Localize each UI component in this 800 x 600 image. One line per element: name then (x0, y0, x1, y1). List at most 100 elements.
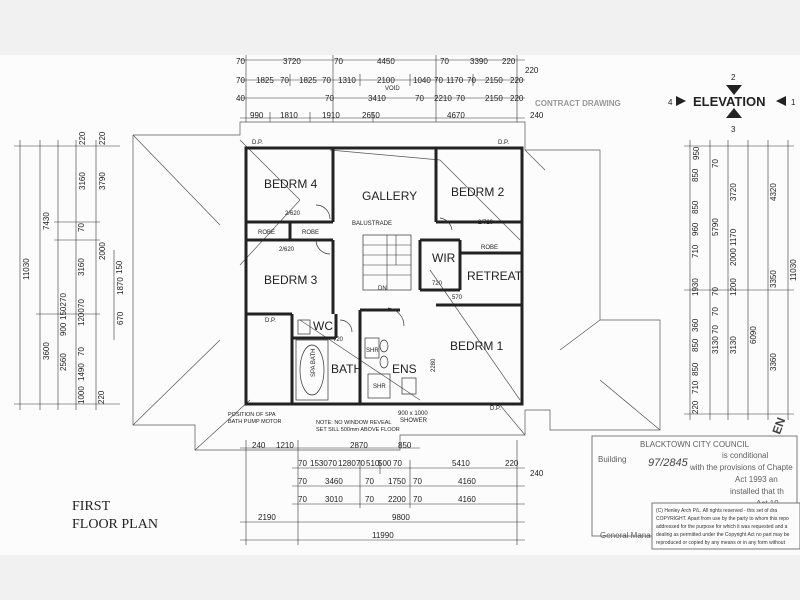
void-label: VOID (385, 86, 400, 92)
dp-2: D.P. (498, 140, 509, 146)
wir-dim: 720 (432, 281, 443, 287)
dim-left-in-7: 70 (77, 347, 86, 356)
dim-bot-3d: 1750 (388, 477, 406, 486)
dim-top-1f: 3390 (470, 57, 488, 66)
dim-bot-2a: 70 (298, 459, 307, 468)
dim-top-3g: 2150 (485, 94, 503, 103)
balustrade-label: BALUSTRADE (352, 221, 392, 227)
dim-top-2j: 1170 (446, 76, 464, 85)
dim-right-x10: 850 (691, 362, 700, 376)
spa-bath (299, 344, 325, 396)
dim-bot-3e: 70 (413, 477, 422, 486)
notes: POSITION OF SPA BATH PUMP MOTOR NOTE: NO… (228, 412, 400, 433)
dim-left-in-6: 1200 (77, 308, 86, 326)
dim-left-in2-2: 2000 (98, 242, 107, 260)
dim-bot-2d: 1280 (338, 459, 356, 468)
dim-bot-1d: 850 (398, 441, 412, 450)
dim-top-2a: 70 (236, 76, 245, 85)
council-conditional: is conditional (722, 451, 768, 460)
dim-bot-3a: 70 (298, 477, 307, 486)
copyright-line2: COPYRIGHT. Apart from use by the party t… (656, 516, 789, 522)
door-bed2: 2/720 (478, 220, 494, 226)
dim-bot-6a: 11990 (372, 531, 394, 540)
dim-right-x1: 850 (691, 168, 700, 182)
dim-right-3e: 3130 (729, 336, 738, 354)
dim-top-3f: 70 (456, 94, 465, 103)
dim-top-2k: 70 (467, 76, 476, 85)
dim-left-sm-4: 900 (59, 322, 68, 336)
dim-right-x8: 850 (691, 338, 700, 352)
dim-top-2g: 2100 (377, 76, 395, 85)
dim-left-mid-b: 3600 (42, 342, 51, 360)
doors (315, 204, 453, 333)
elevation-label: ELEVATION (693, 94, 765, 109)
dim-top-1g: 220 (502, 57, 516, 66)
dim-right-x7: 1170 (729, 228, 738, 246)
dim-top-1e: 70 (440, 57, 449, 66)
dim-left-sm-3: 2560 (59, 353, 68, 371)
dim-top-side: 220 (525, 66, 539, 75)
stairs-dn: DN (378, 286, 387, 292)
dim-left-in2-1: 3790 (98, 172, 107, 190)
dim-left-sm-1: 70 (59, 293, 68, 302)
room-bedrm4: BEDRM 4 (264, 177, 318, 191)
council-line1: with the provisions of Chapte (689, 463, 793, 472)
dim-bot-4f: 4160 (458, 495, 476, 504)
dim-top-2d: 1825 (299, 76, 317, 85)
room-gallery: GALLERY (362, 189, 417, 203)
shower-label: SHOWER (400, 418, 428, 424)
dim-top-2m: 220 (510, 76, 524, 85)
dim-bot-5a: 2190 (258, 513, 276, 522)
dim-bot-2i: 5410 (452, 459, 470, 468)
dim-top-2f: 1310 (338, 76, 356, 85)
dim-bot-5b: 9800 (392, 513, 410, 522)
shr-1: SHR (366, 348, 379, 354)
dim-right-1d: 360 (691, 318, 700, 332)
dim-right-1e: 710 (691, 380, 700, 394)
copyright-block: (C) Henley Arch P/L. All rights reserved… (651, 502, 800, 550)
contract-stamp: CONTRACT DRAWING (535, 99, 621, 108)
arrow-up-icon (726, 108, 742, 118)
copyright-line1: (C) Henley Arch P/L. All rights reserved… (656, 508, 777, 514)
dim-top-2h: 1040 (413, 76, 431, 85)
room-wc: WC (313, 319, 333, 333)
elevation-marker: ELEVATION 4 1 2 3 (668, 73, 796, 134)
dim-right-1c: 1930 (691, 278, 700, 296)
dim-top-2e: 70 (322, 76, 331, 85)
elevation-left: 4 (668, 98, 673, 107)
dim-top-4d: 2650 (362, 111, 380, 120)
copyright-line5: reproduced or copied by any means or in … (656, 540, 786, 546)
room-bedrm2: BEDRM 2 (451, 185, 505, 199)
dim-right-2a: 5790 (711, 218, 720, 236)
room-retreat: RETREAT (467, 269, 523, 283)
room-ens: ENS (392, 362, 417, 376)
ens-dim: 2280 (431, 358, 437, 372)
dim-left-in-5: 70 (77, 299, 86, 308)
window-note-1: NOTE: NO WINDOW REVEAL (316, 420, 391, 426)
council-line3: installed that th (730, 487, 784, 496)
dim-bot-4b: 3010 (325, 495, 343, 504)
corner-mark: EN (769, 416, 788, 436)
dim-top-2i: 70 (434, 76, 443, 85)
dim-right-2b: 3130 (711, 336, 720, 354)
copyright-line4: dealing as permitted under the Copyright… (656, 532, 790, 538)
dim-bot-2k: 240 (530, 469, 544, 478)
dim-right-5a: 11030 (789, 259, 798, 281)
retreat-dim: 570 (452, 295, 463, 301)
arrow-down-icon (726, 85, 742, 95)
dim-top-4f: 240 (530, 111, 544, 120)
dim-right-3a: 3720 (729, 183, 738, 201)
dim-left-in-2: 3160 (78, 172, 87, 190)
dim-top-4b: 1810 (280, 111, 298, 120)
dim-right-4a: 4320 (769, 183, 778, 201)
robe-3: ROBE (481, 245, 498, 251)
dim-bot-4a: 70 (298, 495, 307, 504)
dim-left-mid-a: 7430 (42, 212, 51, 230)
dim-left-outer: 11030 (22, 258, 31, 280)
dim-bot-1c: 2870 (350, 441, 368, 450)
dim-right-4c: 3360 (769, 353, 778, 371)
dim-right-x9: 70 (711, 325, 720, 334)
dim-right-1a: 950 (692, 146, 701, 160)
dim-right-x5: 70 (711, 307, 720, 316)
